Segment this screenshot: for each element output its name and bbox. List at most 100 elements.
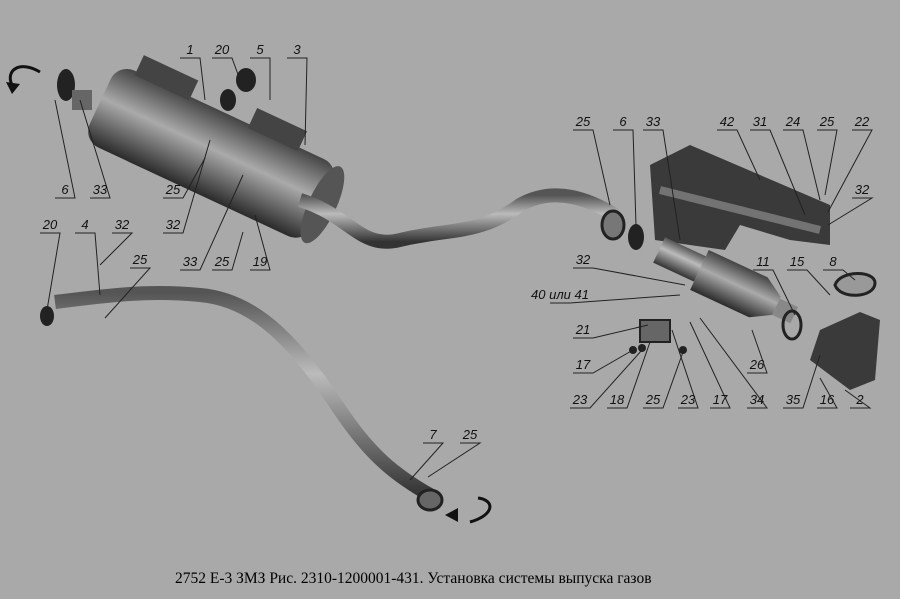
figure-caption: 2752 Е-3 ЗМЗ Рис. 2310-1200001-431. Уста… <box>175 570 652 587</box>
leader-line <box>750 129 806 216</box>
callout-right-20: 25 <box>645 392 661 407</box>
leader-line <box>573 129 611 206</box>
callout-right-24: 35 <box>785 392 801 407</box>
lambda-bracket-21 <box>639 319 671 343</box>
rubber-cushion-20 <box>236 68 256 92</box>
callout-right-9: 32 <box>854 182 870 197</box>
rotation-arrow-icon <box>469 496 492 524</box>
leader-line <box>550 294 681 304</box>
callout-left-9: 33 <box>182 254 198 269</box>
rotation-arrow-icon <box>8 65 41 86</box>
callout-left-3: 5 <box>256 42 264 57</box>
callout-right-14: 8 <box>829 254 837 269</box>
callout-left-5: 6 <box>61 182 69 197</box>
leader-line <box>212 57 241 81</box>
leader-line <box>79 99 111 199</box>
callout-right-11: 40 или 41 <box>531 287 589 302</box>
leader-line <box>573 349 634 374</box>
callout-right-26: 2 <box>856 392 864 407</box>
leader-line <box>643 351 684 409</box>
leader-line <box>250 57 271 100</box>
leader-line <box>699 317 768 409</box>
callout-right-18: 23 <box>572 392 588 407</box>
leader-line <box>250 214 271 271</box>
callout-right-25: 16 <box>819 392 835 407</box>
callout-right-2: 6 <box>619 114 627 129</box>
callout-right-19: 18 <box>609 392 625 407</box>
callout-right-4: 42 <box>719 114 735 129</box>
callout-left-8: 32 <box>165 217 181 232</box>
intermediate-pipe <box>297 188 619 249</box>
leader-line <box>689 321 731 409</box>
leader-line <box>844 389 872 409</box>
leader-line <box>163 157 206 199</box>
leader-line <box>643 129 681 241</box>
pipe-flange <box>416 488 444 512</box>
leader-line <box>212 231 244 271</box>
callout-left-10: 25 <box>214 254 230 269</box>
callout-right-16: 17 <box>575 357 591 372</box>
callout-left-13: 4 <box>81 217 89 232</box>
callout-right-21: 23 <box>680 392 696 407</box>
callout-left-15: 25 <box>132 252 148 267</box>
gasket-8 <box>833 272 877 297</box>
nut-23 <box>638 344 646 352</box>
leader-line <box>54 99 76 199</box>
callout-right-13: 15 <box>789 254 805 269</box>
arrow-head-icon <box>6 82 20 94</box>
arrow-head-icon <box>445 508 458 522</box>
leader-line <box>99 232 134 266</box>
callout-right-22: 17 <box>712 392 728 407</box>
callout-right-5: 31 <box>752 114 768 129</box>
callout-left-6: 33 <box>92 182 108 197</box>
leader-line <box>40 232 61 311</box>
rubber-cushion-20 <box>220 89 236 111</box>
front-pipe-7 <box>54 285 434 502</box>
leader-line <box>613 129 637 226</box>
leader-line <box>817 377 838 409</box>
callout-left-12: 20 <box>42 217 58 232</box>
leader-line <box>753 269 796 316</box>
callout-right-6: 24 <box>785 114 801 129</box>
callout-right-1: 25 <box>575 114 591 129</box>
leader-line <box>163 139 211 234</box>
leader-line <box>823 269 856 281</box>
leader-line <box>573 324 649 339</box>
leader-line <box>104 267 152 319</box>
callout-right-7: 25 <box>819 114 835 129</box>
gasket-6 <box>57 69 75 101</box>
callout-right-3: 33 <box>645 114 661 129</box>
leader-line <box>827 197 874 226</box>
gasket-11 <box>781 309 803 341</box>
callout-right-17: 26 <box>749 357 765 372</box>
callout-left-14: 32 <box>114 217 130 232</box>
leader-line <box>671 329 699 409</box>
leader-line <box>717 129 761 181</box>
leader-line <box>827 129 873 213</box>
leader-line <box>607 341 651 409</box>
cushion-20 <box>40 306 54 326</box>
callout-left-16: 7 <box>429 427 437 442</box>
leader-line <box>570 349 643 409</box>
callout-left-2: 20 <box>214 42 230 57</box>
callout-right-10: 32 <box>575 252 591 267</box>
callout-left-11: 19 <box>252 254 268 269</box>
callout-right-23: 34 <box>749 392 765 407</box>
leader-line <box>787 269 831 296</box>
leader-line <box>180 174 244 271</box>
leader-line <box>573 267 686 286</box>
flange <box>600 209 626 241</box>
callout-left-7: 25 <box>165 182 181 197</box>
callout-left-17: 25 <box>462 427 478 442</box>
leader-line <box>817 129 838 196</box>
leader-line <box>287 57 308 146</box>
nut-25 <box>679 346 687 354</box>
leader-line <box>783 354 821 409</box>
gasket-6 <box>628 224 644 250</box>
exhaust-manifold-2 <box>810 312 880 390</box>
leader-line <box>409 442 445 481</box>
catalytic-converter <box>653 237 798 324</box>
callout-right-15: 21 <box>575 322 591 337</box>
callout-left-1: 1 <box>186 42 194 57</box>
